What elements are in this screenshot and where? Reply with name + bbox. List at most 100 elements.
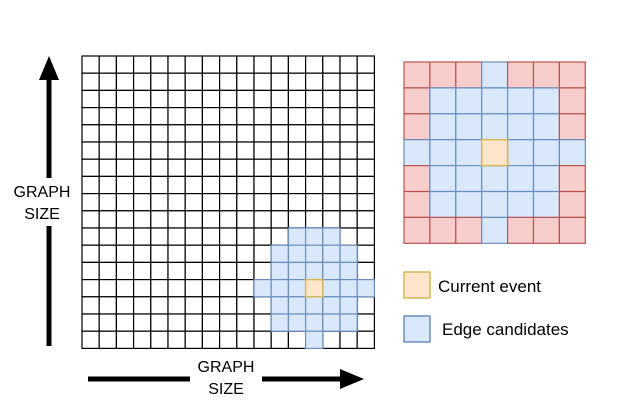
edge-candidate-cell [305, 244, 324, 263]
zoom-excluded-cell [403, 216, 431, 244]
grid-cell [115, 296, 135, 315]
grid-cell [219, 296, 238, 315]
zoom-candidate-cell [532, 87, 560, 115]
grid-cell [150, 106, 169, 126]
zoom-candidate-cell [507, 113, 535, 141]
zoom-candidate-cell [532, 113, 560, 141]
zoom-excluded-cell [558, 190, 586, 218]
grid-cell [236, 313, 255, 332]
grid-cell [219, 106, 238, 126]
edge-candidate-cell [322, 313, 341, 332]
edge-candidate-cell [339, 261, 358, 281]
grid-cell [184, 227, 203, 246]
grid-cell [150, 261, 169, 281]
grid-cell [287, 141, 307, 160]
zoom-excluded-cell [558, 165, 586, 193]
edge-candidate-cell [270, 279, 290, 298]
grid-cell [115, 244, 135, 263]
vertical-axis-label-line2: SIZE [24, 206, 60, 223]
grid-cell [184, 296, 203, 315]
grid-cell [287, 55, 307, 74]
grid-cell [167, 158, 186, 177]
grid-cell [115, 141, 135, 160]
grid-cell [219, 193, 238, 212]
edge-candidate-cell [339, 279, 358, 298]
grid-cell [236, 227, 255, 246]
grid-cell [305, 175, 324, 195]
grid-cell [305, 72, 324, 91]
edge-candidate-cell [305, 313, 324, 332]
grid-cell [184, 210, 203, 229]
grid-cell [167, 227, 186, 246]
grid-cell [339, 89, 358, 109]
grid-cell [305, 106, 324, 126]
grid-cell [115, 106, 135, 126]
zoom-candidate-cell [429, 139, 457, 167]
grid-cell [115, 279, 135, 298]
grid-cell [236, 279, 255, 298]
zoom-excluded-cell [532, 216, 560, 244]
grid-cell [253, 210, 272, 229]
zoom-excluded-cell [403, 61, 431, 89]
grid-cell [287, 330, 307, 350]
grid-cell [253, 244, 272, 263]
grid-cell [81, 175, 100, 195]
grid-cell [167, 175, 186, 195]
grid-cell [115, 175, 135, 195]
grid-cell [236, 158, 255, 177]
grid-cell [270, 158, 290, 177]
grid-cell [253, 141, 272, 160]
zoom-excluded-cell [558, 87, 586, 115]
grid-cell [322, 55, 341, 74]
grid-cell [305, 89, 324, 109]
vertical-axis-label-line1: GRAPH [14, 184, 71, 201]
grid-cell [287, 193, 307, 212]
zoom-excluded-cell [429, 216, 457, 244]
grid-cell [81, 279, 100, 298]
grid-cell [150, 313, 169, 332]
grid-cell [356, 72, 376, 91]
grid-cell [287, 175, 307, 195]
edge-candidate-cell [287, 244, 307, 263]
grid-cell [219, 89, 238, 109]
edge-candidate-cell [305, 330, 324, 350]
edge-candidate-cell [339, 244, 358, 263]
edge-candidate-cell [322, 296, 341, 315]
grid-cell [236, 244, 255, 263]
grid-cell [356, 55, 376, 74]
grid-cell [322, 141, 341, 160]
zoom-excluded-cell [558, 113, 586, 141]
grid-cell [236, 89, 255, 109]
grid-cell [339, 106, 358, 126]
grid-cell [219, 313, 238, 332]
grid-cell [133, 55, 152, 74]
zoom-candidate-cell [481, 113, 509, 141]
legend: Current event Edge candidates [403, 271, 569, 343]
grid-cell [270, 124, 290, 143]
grid-cell [201, 330, 221, 350]
grid-cell [201, 89, 221, 109]
grid-cell [356, 261, 376, 281]
grid-cell [133, 244, 152, 263]
grid-cell [167, 313, 186, 332]
grid-cell [356, 89, 376, 109]
zoom-candidate-cell [481, 61, 509, 89]
grid-cell [133, 210, 152, 229]
grid-cell [253, 158, 272, 177]
grid-cell [184, 330, 203, 350]
vertical-axis-label-bg [10, 178, 74, 226]
grid-cell [236, 106, 255, 126]
grid-cell [167, 330, 186, 350]
grid-cell [201, 279, 221, 298]
grid-cell [115, 124, 135, 143]
edge-candidate-cell [287, 313, 307, 332]
grid-cell [356, 244, 376, 263]
grid-cell [81, 158, 100, 177]
grid-cell [81, 244, 100, 263]
edge-candidate-cell [339, 313, 358, 332]
grid-cell [356, 227, 376, 246]
grid-cell [81, 296, 100, 315]
grid-cell [287, 210, 307, 229]
grid-cell [167, 244, 186, 263]
zoom-grid [403, 61, 586, 244]
